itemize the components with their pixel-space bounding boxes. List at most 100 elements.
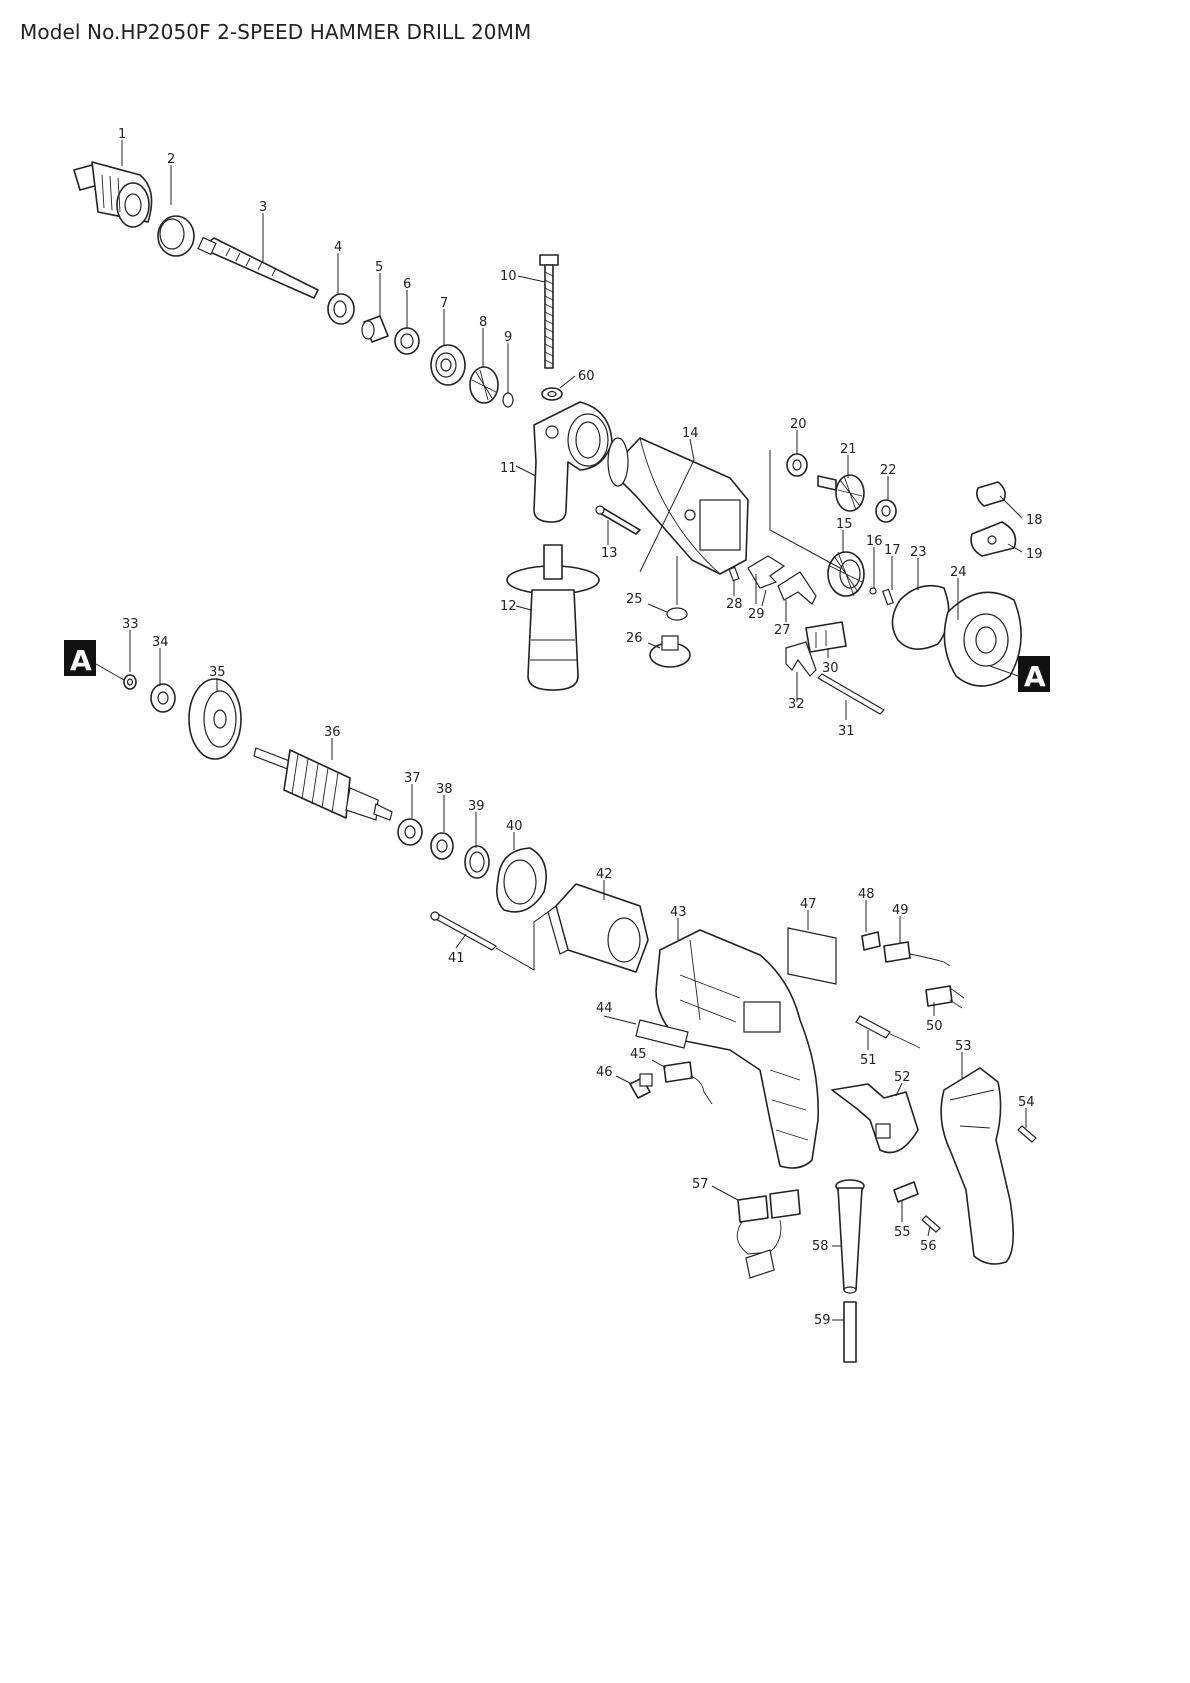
part-6-washer (394, 327, 420, 355)
label-part-56: 56 (920, 1239, 937, 1254)
label-part-21: 21 (840, 442, 857, 457)
part-3-spindle (197, 236, 319, 299)
part-40-baffle-plate (496, 847, 547, 913)
part-29-leaf-spring (747, 555, 786, 589)
section-flag-a-right: A (1018, 656, 1050, 693)
part-19-change-lever (970, 521, 1017, 557)
part-53-handle-cover (940, 1067, 1014, 1265)
part-47-name-plate (787, 927, 837, 985)
part-30-brush-holder (805, 621, 847, 653)
label-part-43: 43 (670, 905, 687, 920)
label-part-57: 57 (692, 1177, 709, 1192)
section-flag-a-left: A (64, 640, 96, 677)
part-4-bearing (327, 293, 355, 325)
label-part-47: 47 (800, 897, 817, 912)
part-37-bearing (397, 818, 423, 846)
label-part-54: 54 (1018, 1095, 1035, 1110)
part-27-change-plate (777, 571, 817, 605)
part-9-retaining-ring (502, 392, 514, 408)
label-part-52: 52 (894, 1070, 911, 1085)
part-8-clutch-cam (469, 366, 499, 404)
part-35-helical-gear (188, 678, 242, 760)
label-part-36: 36 (324, 725, 341, 740)
label-part-7: 7 (440, 296, 448, 311)
label-part-5: 5 (375, 260, 383, 275)
label-part-26: 26 (626, 631, 643, 646)
part-31-rod (817, 673, 885, 715)
part-33-washer (123, 674, 137, 690)
part-42-field (547, 883, 649, 973)
label-part-39: 39 (468, 799, 485, 814)
label-part-12: 12 (500, 599, 517, 614)
part-5-retainer (361, 315, 389, 343)
part-34-bearing (150, 683, 176, 713)
label-part-55: 55 (894, 1225, 911, 1240)
label-part-13: 13 (601, 546, 618, 561)
part-15-spur-gear (827, 551, 865, 597)
part-number-labels: 1 2 3 4 5 6 7 8 9 10 11 12 13 14 15 16 1… (118, 127, 1043, 1328)
part-39-insulation-washer (464, 845, 490, 879)
part-10-bolt (539, 254, 559, 369)
part-48-terminal (861, 931, 881, 951)
label-part-17: 17 (884, 543, 901, 558)
part-49-capacitor (883, 941, 951, 967)
label-part-16: 16 (866, 534, 883, 549)
label-part-31: 31 (838, 724, 855, 739)
label-part-28: 28 (726, 597, 743, 612)
label-part-53: 53 (955, 1039, 972, 1054)
label-part-48: 48 (858, 887, 875, 902)
label-part-3: 3 (259, 200, 267, 215)
label-part-29: 29 (748, 607, 765, 622)
label-part-22: 22 (880, 463, 897, 478)
label-part-14: 14 (682, 426, 699, 441)
label-part-37: 37 (404, 771, 421, 786)
label-part-34: 34 (152, 635, 169, 650)
part-55-lock-button (893, 1181, 919, 1203)
label-part-40: 40 (506, 819, 523, 834)
label-part-8: 8 (479, 315, 487, 330)
label-part-20: 20 (790, 417, 807, 432)
label-part-4: 4 (334, 240, 342, 255)
label-part-19: 19 (1026, 547, 1043, 562)
part-26-cap (649, 635, 691, 668)
part-41-screw (430, 911, 497, 951)
part-17-pin (882, 588, 894, 606)
part-38-bearing (430, 832, 454, 860)
part-36-armature (253, 747, 393, 821)
label-part-35: 35 (209, 665, 226, 680)
part-7-ball-bearing (430, 344, 466, 386)
part-13-screw (595, 505, 641, 535)
label-part-1: 1 (118, 127, 126, 142)
label-part-24: 24 (950, 565, 967, 580)
label-part-45: 45 (630, 1047, 647, 1062)
label-part-38: 38 (436, 782, 453, 797)
label-part-50: 50 (926, 1019, 943, 1034)
flag-a-left-label: A (70, 644, 92, 677)
label-part-60: 60 (578, 369, 595, 384)
part-21-spiral-gear (817, 474, 865, 512)
label-part-15: 15 (836, 517, 853, 532)
part-20-bearing (786, 453, 808, 477)
label-part-10: 10 (500, 269, 517, 284)
label-part-9: 9 (504, 330, 512, 345)
diagram-title: Model No.HP2050F 2-SPEED HAMMER DRILL 20… (20, 20, 532, 44)
part-56-screw (921, 1215, 941, 1233)
label-part-51: 51 (860, 1053, 877, 1068)
part-25-o-ring (666, 607, 688, 621)
label-part-2: 2 (167, 152, 175, 167)
label-part-18: 18 (1026, 513, 1043, 528)
part-2-ring (157, 215, 195, 257)
label-part-42: 42 (596, 867, 613, 882)
part-51-choke-coil (855, 1015, 921, 1049)
label-part-49: 49 (892, 903, 909, 918)
part-18-knob (976, 481, 1006, 507)
label-part-44: 44 (596, 1001, 613, 1016)
leader-lines (95, 140, 1027, 1321)
part-54-screw (1017, 1125, 1037, 1143)
part-22-bearing (875, 499, 897, 523)
part-45-noise-suppressor (663, 1061, 713, 1105)
label-part-46: 46 (596, 1065, 613, 1080)
part-11-grip-base (533, 401, 613, 523)
label-part-11: 11 (500, 461, 517, 476)
